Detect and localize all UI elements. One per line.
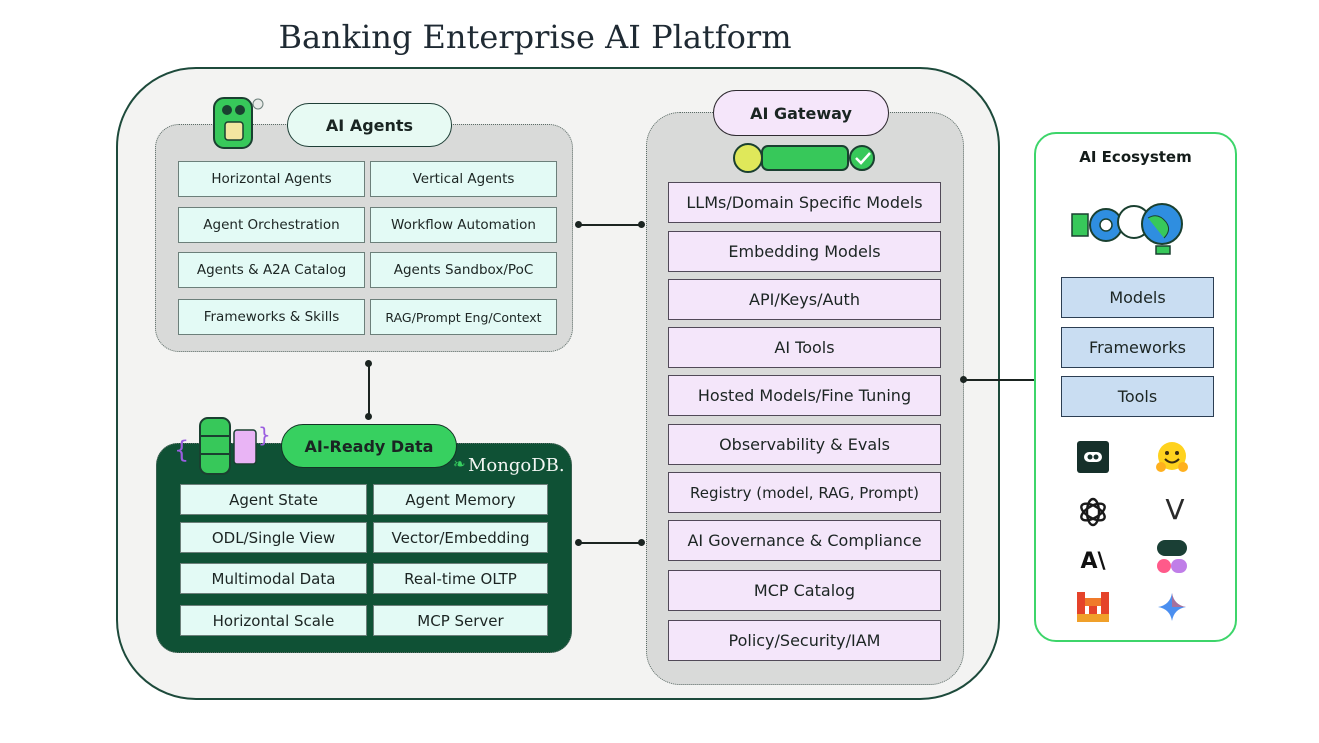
agents-item-horizontal: Horizontal Agents: [178, 161, 365, 197]
svg-text:}: }: [258, 423, 271, 447]
data-item-multimodal: Multimodal Data: [180, 563, 367, 594]
agents-item-sandbox: Agents Sandbox/PoC: [370, 252, 557, 288]
data-item-vector: Vector/Embedding: [373, 522, 548, 553]
agents-item-vertical: Vertical Agents: [370, 161, 557, 197]
hugging-face-icon: [1155, 440, 1189, 474]
ai-ready-data-label: AI-Ready Data: [281, 424, 457, 468]
multicolor-logo-icon: [1155, 540, 1189, 574]
page-title: Banking Enterprise AI Platform: [278, 18, 792, 56]
connector-dot: [365, 413, 372, 420]
connector-dot: [638, 539, 645, 546]
gateway-item-registry: Registry (model, RAG, Prompt): [668, 472, 941, 513]
gateway-item-embedding: Embedding Models: [668, 231, 941, 272]
data-item-mcp-server: MCP Server: [373, 605, 548, 636]
data-item-horizontal-scale: Horizontal Scale: [180, 605, 367, 636]
connector-data-gateway: [578, 542, 642, 544]
ecosystem-globe-icon: [1071, 203, 1183, 255]
gateway-item-ai-tools: AI Tools: [668, 327, 941, 368]
dark-square-logo-icon: [1076, 440, 1110, 474]
agents-item-frameworks: Frameworks & Skills: [178, 299, 365, 335]
gateway-item-hosted-models: Hosted Models/Fine Tuning: [668, 375, 941, 416]
ecosystem-item-models: Models: [1061, 277, 1214, 318]
ai-agents-label: AI Agents: [287, 103, 452, 147]
ecosystem-item-frameworks: Frameworks: [1061, 327, 1214, 368]
anthropic-icon: A\: [1080, 548, 1106, 574]
svg-text:{: {: [174, 436, 189, 464]
gateway-pipe-icon: [733, 143, 875, 173]
openai-icon: [1076, 495, 1110, 529]
data-item-oltp: Real-time OLTP: [373, 563, 548, 594]
agents-item-rag: RAG/Prompt Eng/Context: [370, 299, 557, 335]
mistral-icon: [1076, 590, 1110, 624]
agents-item-orchestration: Agent Orchestration: [178, 207, 365, 243]
ai-ecosystem-title: AI Ecosystem: [1079, 148, 1192, 166]
gateway-item-governance: AI Governance & Compliance: [668, 520, 941, 561]
mongodb-leaf-icon: ❧: [453, 455, 466, 473]
connector-gateway-ecosystem: [964, 379, 1038, 381]
v-logo-icon: V: [1165, 492, 1185, 526]
connector-dot: [638, 221, 645, 228]
mongodb-brand: MongoDB.: [468, 454, 565, 476]
database-icon: { }: [174, 417, 271, 475]
connector-dot: [960, 376, 967, 383]
gateway-item-observability: Observability & Evals: [668, 424, 941, 465]
connector-agents-data: [368, 363, 370, 417]
gateway-item-mcp-catalog: MCP Catalog: [668, 570, 941, 611]
connector-dot: [575, 539, 582, 546]
data-item-agent-state: Agent State: [180, 484, 367, 515]
data-item-agent-memory: Agent Memory: [373, 484, 548, 515]
agents-item-catalog: Agents & A2A Catalog: [178, 252, 365, 288]
ecosystem-item-tools: Tools: [1061, 376, 1214, 417]
robot-icon: [213, 97, 264, 149]
connector-agents-gateway: [578, 224, 642, 226]
gateway-item-api: API/Keys/Auth: [668, 279, 941, 320]
gateway-item-policy: Policy/Security/IAM: [668, 620, 941, 661]
data-item-odl: ODL/Single View: [180, 522, 367, 553]
connector-dot: [575, 221, 582, 228]
gateway-item-llms: LLMs/Domain Specific Models: [668, 182, 941, 223]
gemini-icon: [1155, 590, 1189, 624]
ai-gateway-label: AI Gateway: [713, 90, 889, 136]
connector-dot: [365, 360, 372, 367]
agents-item-workflow: Workflow Automation: [370, 207, 557, 243]
